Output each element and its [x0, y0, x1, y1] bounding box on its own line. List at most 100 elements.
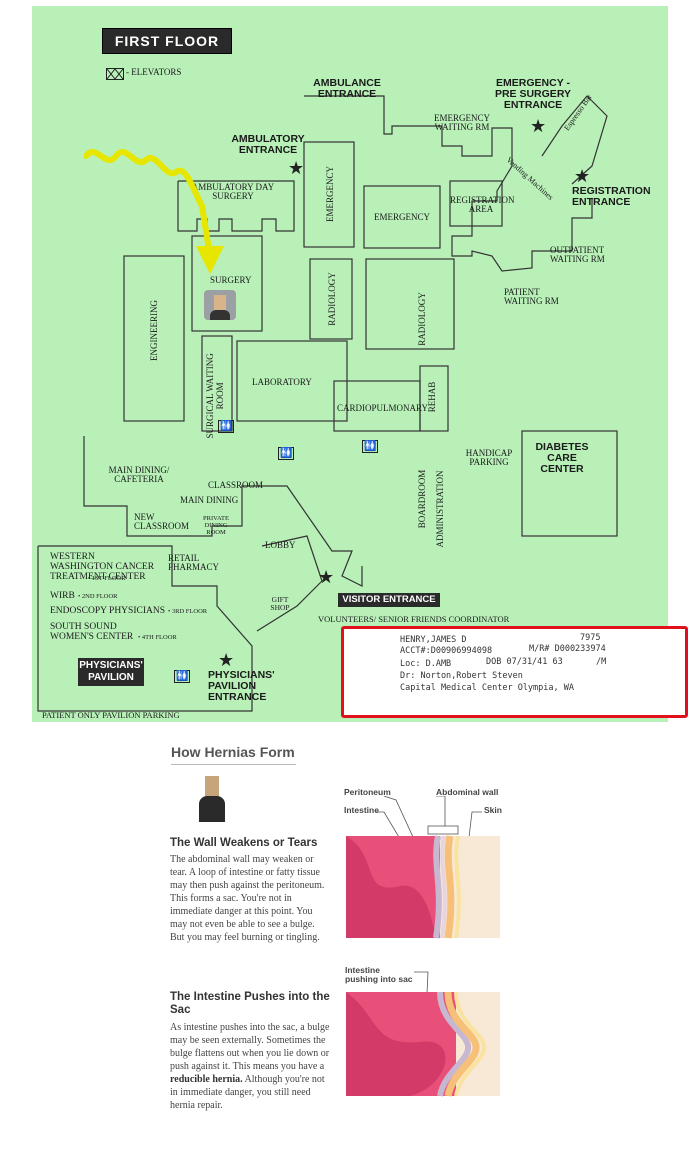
physicians-pavilion-entrance: PHYSICIANS' PAVILION ENTRANCE [208, 669, 275, 704]
room-radiology-1 [309, 258, 353, 340]
cardiopulmonary-label: CARDIOPULMONARY [337, 403, 429, 413]
outpatient-waiting-label: OUTPATIENT WAITING RM [550, 245, 605, 265]
patient-name: HENRY,JAMES D [400, 635, 467, 645]
abdominal-wall-label: Abdominal wall [436, 787, 499, 797]
gift-shop-label: GIFT SHOP [270, 595, 290, 612]
section2-title: The Intestine Pushes into the Sac [170, 991, 330, 1017]
endoscopy-label: ENDOSCOPY PHYSICIANS [50, 606, 165, 616]
elevator-icon [106, 68, 124, 80]
retail-pharmacy-label: RETAIL PHARMACY [168, 553, 220, 573]
emergency-waiting-label: EMERGENCY WAITING RM [434, 113, 490, 133]
room-engineering [123, 255, 185, 422]
visitor-entrance: VISITOR ENTRANCE [338, 593, 440, 607]
emergency-vertical-label: EMERGENCY [325, 166, 335, 222]
section1-title: The Wall Weakens or Tears [170, 837, 318, 849]
star-icon: ★ [218, 650, 235, 670]
emergency-label: EMERGENCY [374, 212, 430, 222]
new-classroom-label: NEW CLASSROOM [134, 512, 190, 532]
skin-label: Skin [484, 805, 502, 815]
wall-dining [83, 436, 363, 587]
rehab-label: REHAB [427, 381, 437, 413]
wirb-floor-label: • 2ND FLOOR [78, 593, 118, 600]
section2-body-a: As intestine pushes into the sac, a bulg… [170, 1022, 330, 1072]
floor-plan-outline [37, 95, 618, 712]
western-washington-label: WESTERN WASHINGTON CANCER TREATMENT CENT… [50, 552, 155, 582]
restroom-icon: 🚻 [218, 420, 235, 433]
star-icon: ★ [530, 116, 547, 136]
diabetes-care-center-label: DIABETES CARE CENTER [535, 441, 589, 476]
patient-acct: ACCT#:D00906994098 [400, 646, 493, 656]
intestine-label: Intestine [344, 805, 379, 815]
main-dining-label: MAIN DINING [180, 495, 239, 505]
main-dining-cafeteria-label: MAIN DINING/ CAFETERIA [108, 465, 170, 485]
patient-facility: Capital Medical Center Olympia, WA [400, 683, 574, 693]
radiology-label-2: RADIOLOGY [417, 292, 427, 346]
room-rehab [419, 365, 449, 432]
registration-entrance: REGISTRATION ENTRANCE [572, 185, 651, 209]
patient-mr: M/R# D000233974 [529, 644, 606, 654]
patient-doctor: Dr: Norton,Robert Steven [400, 671, 523, 681]
south-sound-floor-label: • 4TH FLOOR [138, 634, 177, 641]
south-sound-label: SOUTH SOUND WOMEN'S CENTER [50, 622, 134, 642]
lobby-label: LOBBY [265, 540, 296, 550]
intestine-pushing-label: Intestine pushing into sac [345, 965, 413, 985]
patient-sex: /M [596, 657, 607, 667]
boardroom-label: BOARDROOM [417, 469, 427, 529]
ambulance-entrance: AMBULANCE ENTRANCE [313, 77, 381, 101]
restroom-icon: 🚻 [174, 670, 191, 683]
peritoneum-label: Peritoneum [344, 787, 391, 797]
section1-body: The abdominal wall may weaken or tear. A… [170, 854, 325, 943]
patient-dob: DOB 07/31/41 63 [486, 657, 563, 667]
avatar [196, 774, 228, 822]
star-icon: ★ [288, 158, 305, 178]
patient-loc: Loc: D.AMB [400, 659, 452, 669]
endoscopy-floor-label: • 3RD FLOOR [168, 608, 208, 615]
section2-body: As intestine pushes into the sac, a bulg… [170, 1021, 330, 1112]
section2-body-b: Although you're not in immediate danger,… [170, 1074, 325, 1111]
radiology-label-1: RADIOLOGY [327, 272, 337, 326]
room-surgical-waiting [201, 335, 233, 432]
floor-title-box: FIRST FLOOR [102, 28, 232, 54]
registration-area-label: REGISTRATION AREA [450, 195, 515, 215]
room-registration [449, 180, 503, 227]
patient-label-card: HENRY,JAMES D 7975 ACCT#:D00906994098 M/… [341, 626, 688, 718]
wall-ambulatory [177, 180, 295, 232]
surgery-label: SURGERY [210, 275, 252, 285]
restroom-icon: 🚻 [278, 447, 295, 460]
hernia-diagram [346, 796, 500, 1097]
room-radiology-2 [365, 258, 455, 350]
wall-emergency [304, 95, 593, 272]
parking-note: PATIENT ONLY PAVILION PARKING [42, 710, 180, 720]
laboratory-label: LABORATORY [252, 377, 312, 387]
wall-lobby [256, 535, 323, 632]
restroom-icon: 🚻 [362, 440, 379, 453]
private-dining-label: PRIVATE DINING ROOM [203, 515, 229, 536]
room-diabetes [521, 430, 618, 537]
western-floor-label: • 1ST FLOOR [88, 575, 126, 582]
star-icon: ★ [318, 567, 335, 587]
star-icon: ★ [574, 166, 591, 186]
patient-code: 7975 [580, 633, 601, 643]
wirb-label: WIRB [50, 591, 75, 601]
patient-waiting-label: PATIENT WAITING RM [504, 287, 559, 307]
physicians-pavilion-box: PHYSICIANS' PAVILION [78, 658, 144, 686]
avatar [204, 290, 236, 320]
hernia-title-rule [171, 764, 296, 765]
floor-map: FIRST FLOOR - ELEVATORS AMBULANCE ENTRAN… [32, 6, 668, 722]
volunteers-label: VOLUNTEERS/ SENIOR FRIENDS COORDINATOR [318, 614, 510, 624]
reducible-hernia-term: reducible hernia. [170, 1074, 243, 1085]
wall-east-wing [541, 95, 608, 185]
pointer-arrow-icon [84, 149, 224, 274]
hernia-title: How Hernias Form [171, 744, 295, 760]
ambulatory-entrance: AMBULATORY ENTRANCE [231, 133, 305, 157]
administration-label: ADMINISTRATION [435, 470, 445, 548]
ambulatory-day-surgery-label: AMBULATORY DAY SURGERY [191, 182, 275, 202]
room-emergency-h [363, 185, 441, 249]
room-surgery [191, 235, 263, 332]
room-emergency-v [303, 141, 355, 248]
emergency-pre-surgery-entrance: EMERGENCY - PRE SURGERY ENTRANCE [494, 77, 572, 112]
wall-pavilion [37, 545, 253, 712]
handicap-parking-label: HANDICAP PARKING [465, 448, 513, 468]
classroom-label: CLASSROOM [208, 480, 264, 490]
elevator-legend: - ELEVATORS [126, 67, 182, 77]
